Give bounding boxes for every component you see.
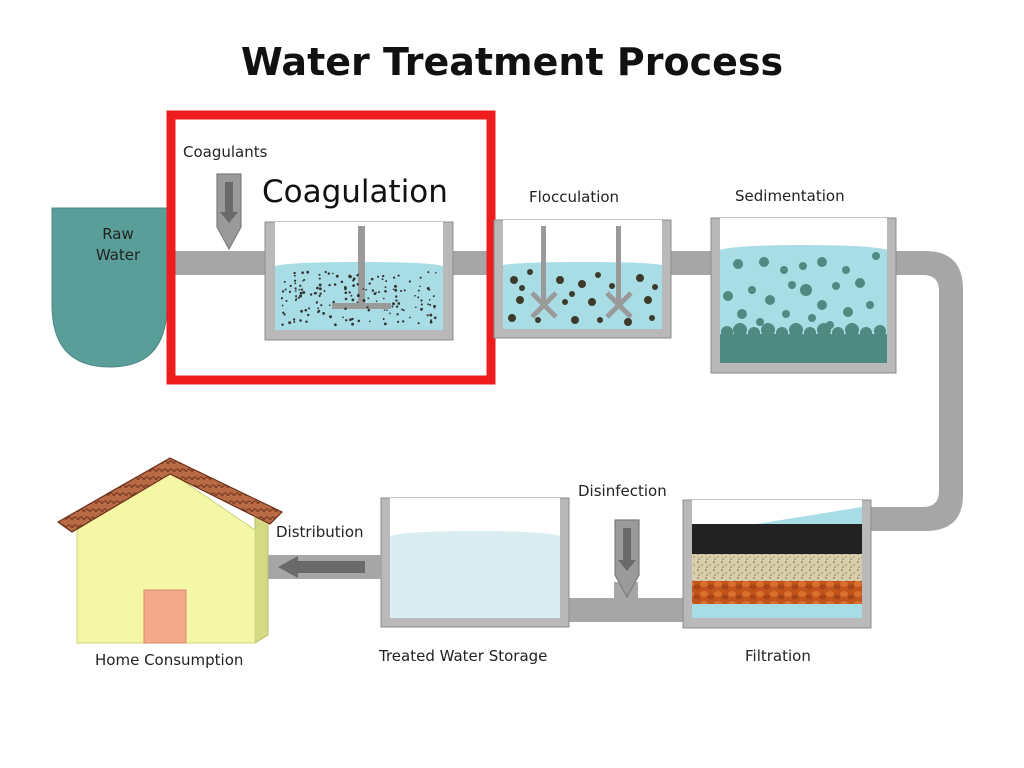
treated-water-storage-label: Treated Water Storage <box>379 647 548 665</box>
coagulation-highlight-frame <box>166 110 496 385</box>
page-title: Water Treatment Process <box>240 40 784 84</box>
filtration-label: Filtration <box>745 647 811 665</box>
disinfection-arrow <box>614 519 640 599</box>
disinfection-label: Disinfection <box>578 482 667 500</box>
treated-water-storage-tank <box>380 497 570 628</box>
coagulants-arrow <box>216 173 242 251</box>
flocculation-tank <box>493 219 672 339</box>
flocculation-label: Flocculation <box>529 188 620 206</box>
coagulation-label: Coagulation <box>262 174 448 210</box>
distribution-arrow <box>266 555 382 579</box>
home-consumption-label: Home Consumption <box>95 651 244 669</box>
raw-water-label-line2: Water <box>95 246 141 264</box>
raw-water-label-line1: Raw <box>102 225 134 243</box>
coagulants-label: Coagulants <box>183 143 268 161</box>
filtration-tank <box>682 499 872 629</box>
coagulation-tank <box>264 221 454 341</box>
distribution-label: Distribution <box>276 523 364 541</box>
house <box>56 457 284 644</box>
sedimentation-label: Sedimentation <box>735 187 845 205</box>
raw-water-reservoir <box>51 207 168 368</box>
sedimentation-tank <box>710 217 897 374</box>
house-door <box>143 589 187 644</box>
